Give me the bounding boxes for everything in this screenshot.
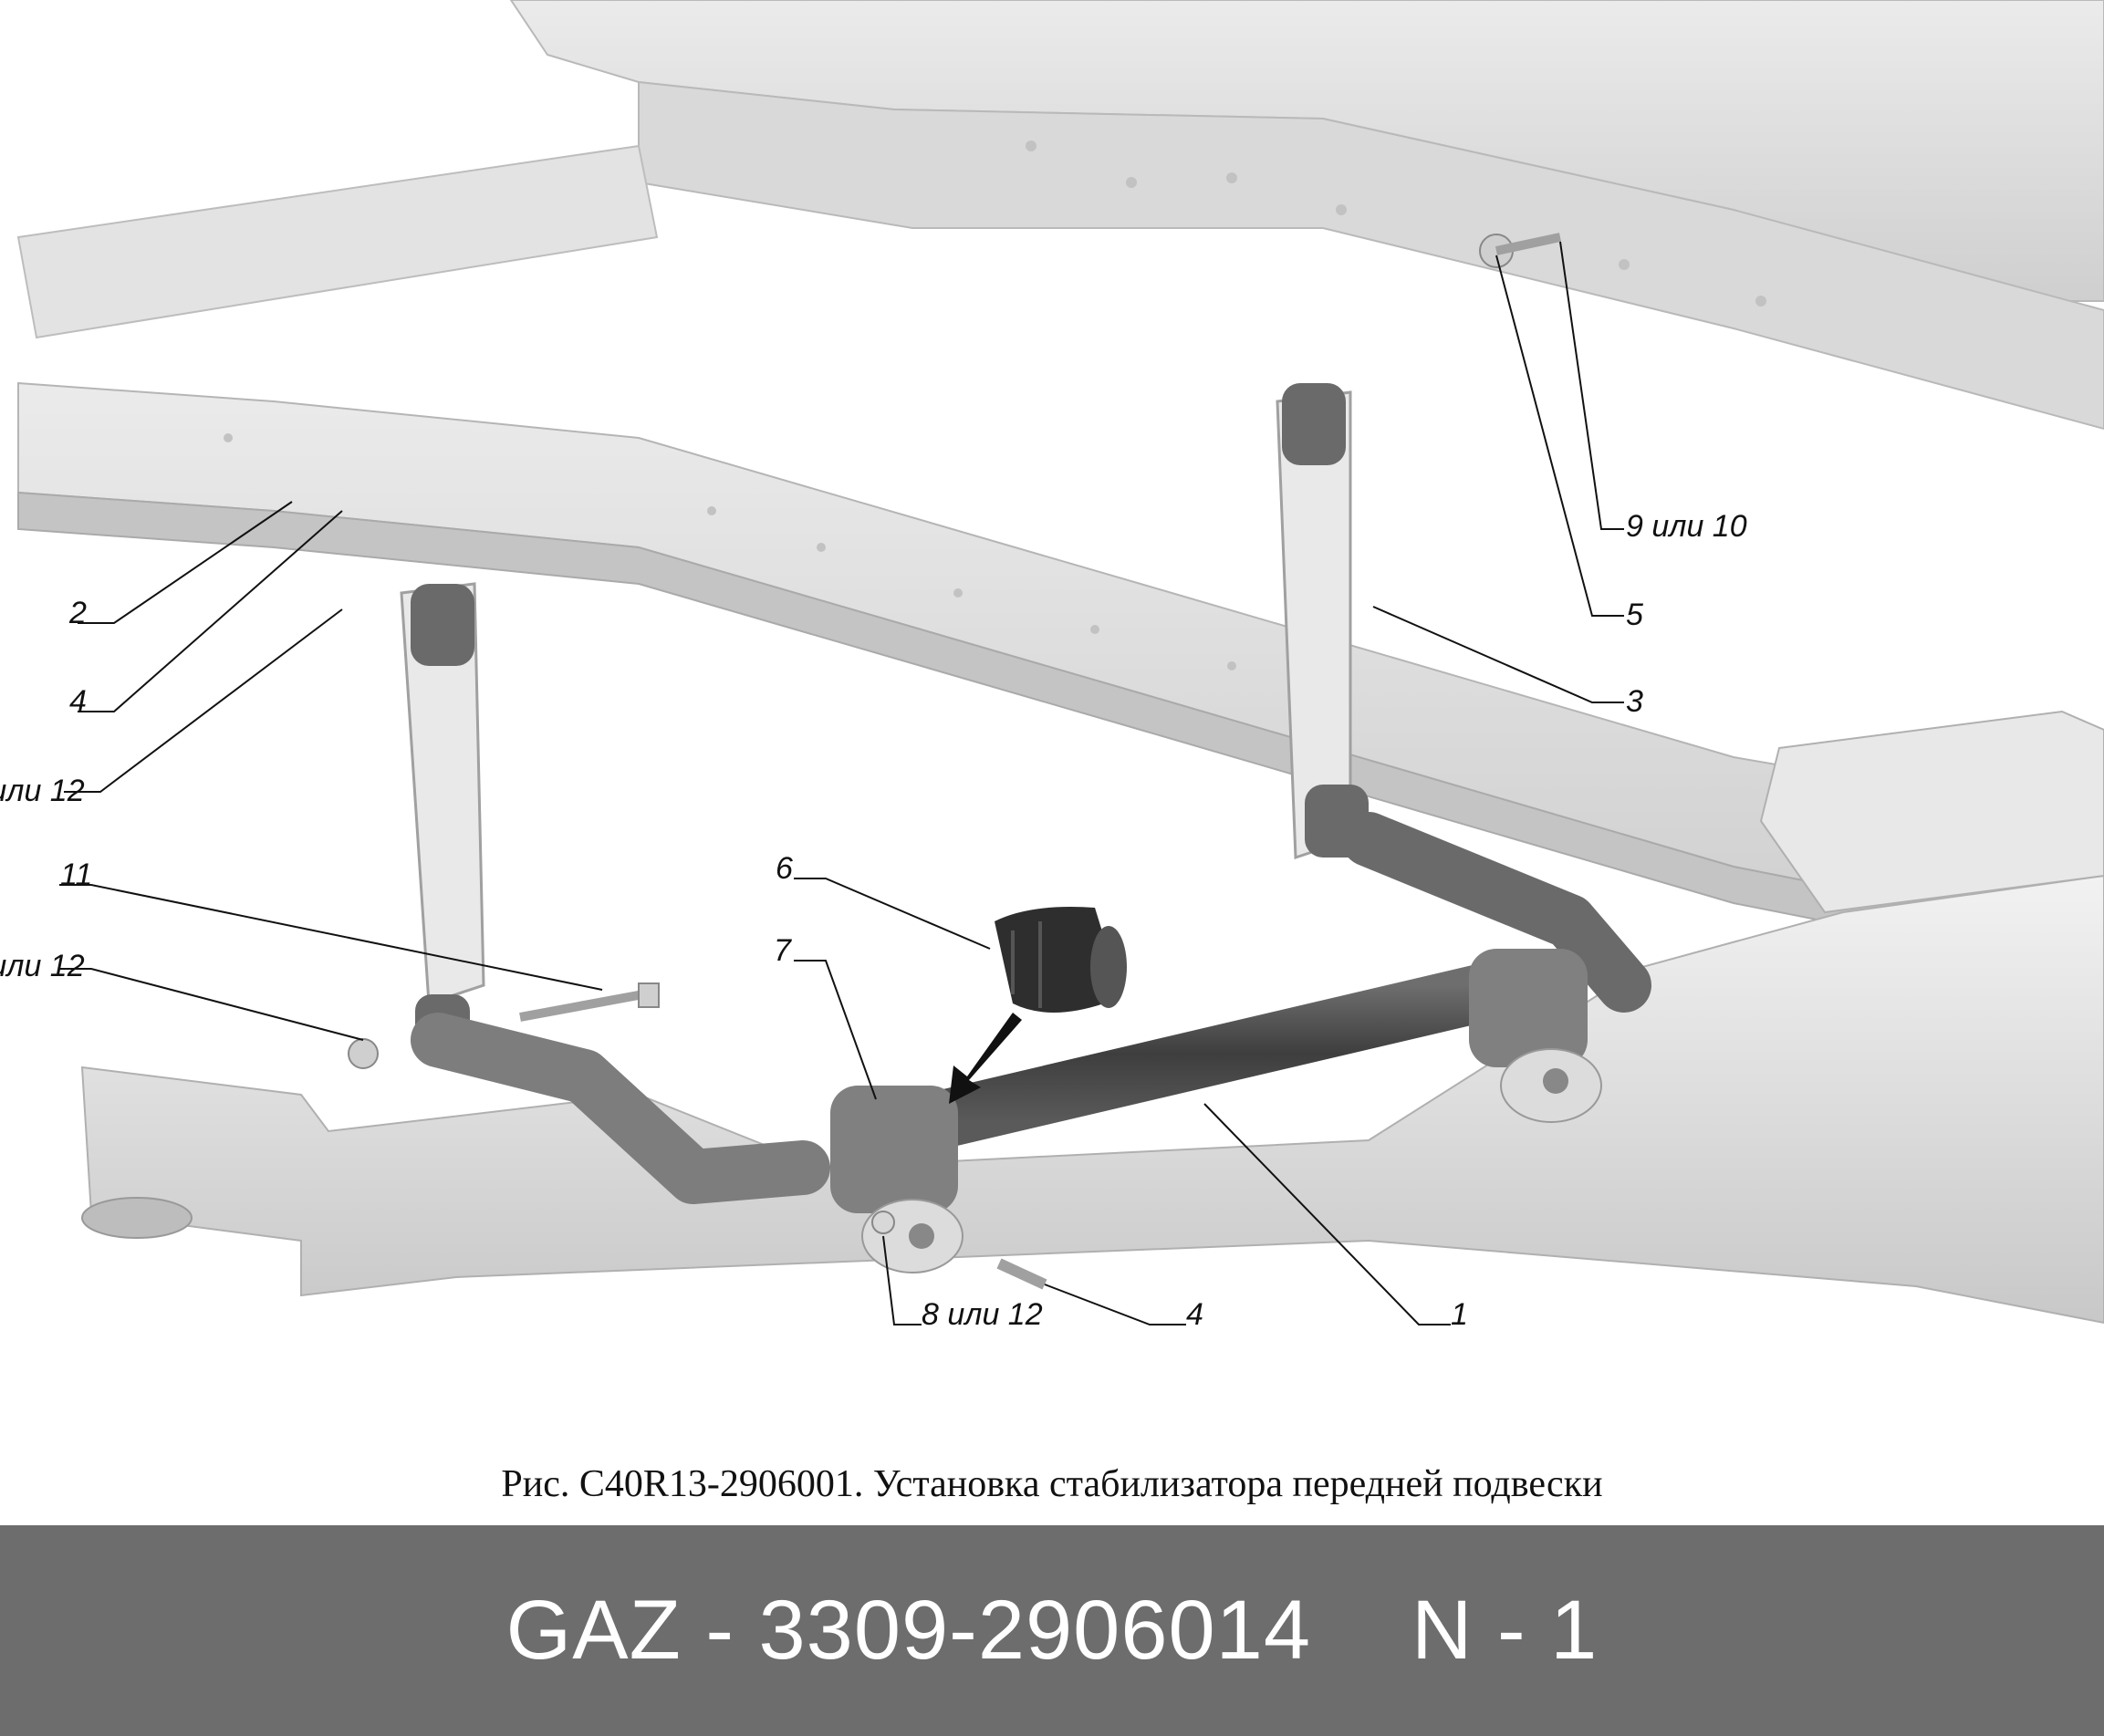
- quantity-label: N - 1: [1411, 1584, 1599, 1677]
- callout-4-left: 4: [69, 684, 87, 719]
- install-arrow-icon: [949, 1013, 1022, 1104]
- callout-6: 6: [776, 851, 793, 886]
- suspension-diagram: 2 4 8 или 12 11 8 или 12 6 7 8 или 12 4 …: [0, 0, 2104, 1332]
- callout-8or12-bottom: 8 или 12: [922, 1297, 1043, 1332]
- leader-lines: [59, 241, 1624, 1325]
- callout-1: 1: [1451, 1297, 1468, 1332]
- nut-left: [348, 1038, 379, 1069]
- callout-3: 3: [1626, 684, 1643, 719]
- bar-clamp-right: [1469, 949, 1602, 1123]
- frame-holes: [224, 140, 1766, 670]
- part-number: GAZ - 3309-2906014: [505, 1584, 1311, 1677]
- callout-labels: 2 4 8 или 12 11 8 или 12 6 7 8 или 12 4 …: [0, 509, 1747, 1332]
- bolt-left-link: [519, 982, 660, 1022]
- assembly-drawing: 2 4 8 или 12 11 8 или 12 6 7 8 или 12 4 …: [0, 0, 2104, 1332]
- frame-rail-upper: [509, 0, 2104, 431]
- callout-4-bottom: 4: [1186, 1297, 1203, 1332]
- callout-11: 11: [60, 858, 92, 892]
- callout-9or10: 9 или 10: [1626, 509, 1747, 544]
- stabilizer-bar: [411, 812, 1651, 1204]
- callout-5: 5: [1626, 598, 1643, 632]
- bolt-bottom: [871, 1211, 1047, 1290]
- front-axle-beam: [80, 710, 2104, 1325]
- figure-caption: Рис. C40R13-2906001. Установка стабилиза…: [501, 1463, 1603, 1505]
- bolt-frame-top: [1479, 233, 1562, 268]
- stabilizer-link-left: [400, 582, 485, 1058]
- callout-8or12-mid: 8 или 12: [0, 949, 85, 983]
- rubber-bushing: [995, 907, 1127, 1013]
- cross-tube: [16, 144, 659, 339]
- part-number-bar: GAZ - 3309-2906014 N - 1: [0, 1525, 2104, 1736]
- callout-8or12-top: 8 или 12: [0, 774, 85, 808]
- stabilizer-link-right: [1276, 383, 1369, 860]
- callout-7: 7: [774, 933, 792, 968]
- frame-rail-lower: [17, 381, 2104, 978]
- callout-2: 2: [68, 596, 87, 630]
